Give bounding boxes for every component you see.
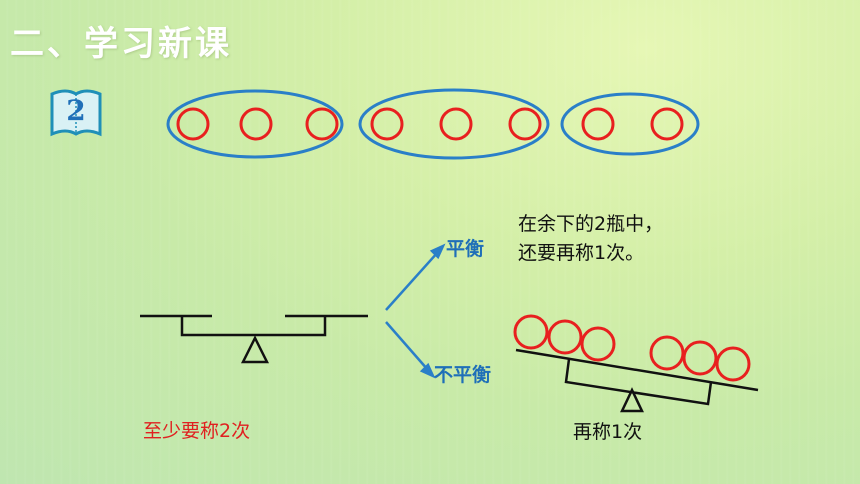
branch-arrows <box>385 243 446 379</box>
bottle-circle <box>580 326 616 362</box>
bottle-circle <box>508 107 542 141</box>
balanced-note-line2: 还要再称1次。 <box>518 242 645 264</box>
group-ellipse-1 <box>166 89 344 159</box>
bottle-circle <box>176 107 210 141</box>
balance-scale-tilted <box>513 314 759 413</box>
bottle-circle <box>513 314 549 350</box>
book-icon <box>50 89 102 137</box>
section-heading: 二、学习新课 <box>10 24 232 64</box>
group-ellipse-2 <box>358 88 550 160</box>
conclusion-text: 至少要称2次 <box>143 420 251 442</box>
balanced-label: 平衡 <box>446 238 485 260</box>
bottle-circle <box>439 107 473 141</box>
unbalanced-note: 再称1次 <box>573 421 643 443</box>
bottle-circle <box>715 346 751 382</box>
bottle-circle <box>682 340 718 376</box>
example-number: 2 <box>66 94 86 127</box>
bottle-circle <box>649 335 685 371</box>
bottle-circle <box>305 107 339 141</box>
balance-scale-level <box>140 314 368 364</box>
example-badge: 2 <box>48 88 104 140</box>
bottle-circle <box>650 107 684 141</box>
bottle-circle <box>239 107 273 141</box>
unbalanced-label: 不平衡 <box>434 364 492 386</box>
bottle-circle <box>370 107 404 141</box>
bottle-circle <box>547 319 583 355</box>
bottle-circle <box>581 107 615 141</box>
balanced-note: 在余下的2瓶中， 还要再称1次。 <box>518 210 663 268</box>
group-ellipse-3 <box>560 92 700 156</box>
balanced-note-line1: 在余下的2瓶中， <box>518 213 664 235</box>
